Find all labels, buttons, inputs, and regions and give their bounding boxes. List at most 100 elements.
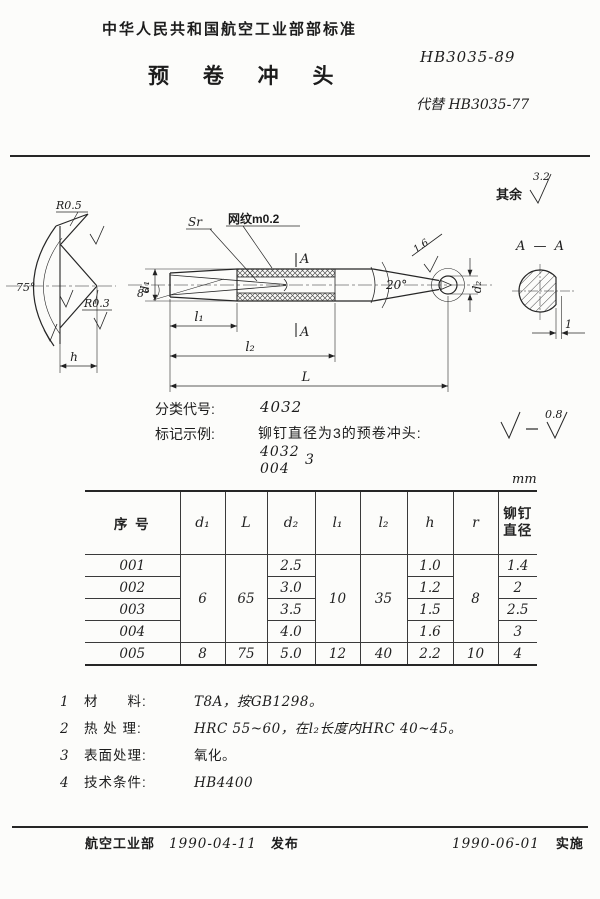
cell-L: 75 xyxy=(224,642,268,666)
cell-rivet: 1.4 xyxy=(497,554,537,577)
dim-l2-label: l₂ xyxy=(245,340,254,355)
col-header-d2: d₂ xyxy=(266,490,316,555)
note-number: 2 xyxy=(60,721,69,737)
cell-h: 1.6 xyxy=(406,620,454,643)
cell-h: 1.0 xyxy=(406,554,454,577)
knurl-label: 网纹m0.2 xyxy=(228,211,280,226)
footer-issue: 航空工业部 1990-04-11 发布 xyxy=(85,833,299,852)
rough-rest-value: 3.2 xyxy=(533,171,550,183)
col-header-no: 序 号 xyxy=(85,490,181,555)
issue-label: 发布 xyxy=(270,836,299,851)
section-title: A — A xyxy=(515,239,566,254)
example-code-denominator: 004 xyxy=(260,461,290,477)
cell-l2: 40 xyxy=(359,642,408,666)
cell-L: 65 xyxy=(224,554,268,643)
cell-h: 2.2 xyxy=(406,642,454,666)
cell-no: 002 xyxy=(85,576,181,599)
dim-h-label: h xyxy=(70,350,78,364)
classification-label: 分类代号: xyxy=(155,401,215,417)
cell-d2: 2.5 xyxy=(266,554,316,577)
knurl-band-bottom xyxy=(236,292,336,302)
note-material: 1 材 料: T8A，按GB1298。 xyxy=(60,690,580,717)
cell-rivet: 2.5 xyxy=(497,598,537,621)
note-label: 表面处理: xyxy=(84,748,147,763)
angle-cone-label: 20° xyxy=(385,278,407,292)
issuer-name: 航空工业部 xyxy=(85,836,156,851)
roughness-check-icon xyxy=(546,411,568,440)
section-circle xyxy=(518,269,557,313)
example-code-numerator: 4032 xyxy=(260,444,300,460)
rough-rest-label: 其余 xyxy=(496,187,523,202)
radius-outer-label: R0.5 xyxy=(55,199,82,212)
roughness-check-icon xyxy=(89,225,105,245)
technical-drawing: R0.5 75° R0.3 h xyxy=(6,171,585,392)
col-header-r: r xyxy=(452,490,499,555)
cell-rivet: 4 xyxy=(497,642,537,666)
cell-l2: 35 xyxy=(359,554,408,643)
notes-section: 1 材 料: T8A，按GB1298。 2 热 处 理: HRC 55~60，在… xyxy=(60,690,580,798)
roughness-check-icon xyxy=(43,323,58,342)
knurl-band-top xyxy=(236,268,336,278)
header-divider xyxy=(10,155,590,157)
table-header-row: 序 号 d₁ L d₂ l₁ l₂ h r 铆钉 直径 xyxy=(85,490,537,555)
col-header-l2: l₂ xyxy=(359,490,408,555)
note-text: T8A，按GB1298。 xyxy=(194,694,323,710)
example-label: 标记示例: xyxy=(155,426,215,442)
roughness-check-icon xyxy=(59,289,74,308)
table-unit-label: mm xyxy=(512,472,537,487)
marking-roughness-symbols: 0.8 xyxy=(500,408,568,440)
cell-no: 001 xyxy=(85,554,181,577)
col-header-L: L xyxy=(224,490,268,555)
dim-d1-label: d₁ xyxy=(138,281,152,294)
note-heat-treatment: 2 热 处 理: HRC 55~60，在l₂长度内HRC 40~45。 xyxy=(60,717,580,744)
replaces-note: 代替 HB3035-77 xyxy=(416,97,530,113)
cell-no: 004 xyxy=(85,620,181,643)
note-label: 技术条件: xyxy=(84,775,147,790)
table-row: 005 8 75 5.0 12 40 2.2 10 4 xyxy=(85,642,537,666)
section-mark-bottom: A xyxy=(299,325,309,340)
issue-date: 1990-04-11 xyxy=(169,836,257,852)
cell-no: 005 xyxy=(85,642,181,666)
table-row: 003 3.5 1.5 2.5 xyxy=(85,598,537,621)
footer-implementation: 1990-06-01 实施 xyxy=(452,833,584,852)
main-view xyxy=(128,225,492,392)
implementation-date: 1990-06-01 xyxy=(452,836,540,852)
roughness-check-icon xyxy=(529,173,552,204)
roughness-check-icon xyxy=(411,233,443,273)
ball-tip xyxy=(438,275,458,295)
example-text: 铆钉直径为3的预卷冲头: xyxy=(258,425,422,441)
standard-number: HB3035-89 xyxy=(420,48,516,66)
table-row: 001 6 65 2.5 10 35 1.0 8 1.4 xyxy=(85,554,537,643)
cell-d2: 3.0 xyxy=(266,576,316,599)
cell-rivet: 3 xyxy=(497,620,537,643)
rough-cone-label: 1.6 xyxy=(412,237,432,255)
flat-dim-label: 1 xyxy=(565,318,572,331)
cell-d1: 6 xyxy=(179,554,226,643)
detail-view xyxy=(6,211,116,373)
col-header-rivet: 铆钉 直径 xyxy=(497,490,537,555)
cell-h: 1.2 xyxy=(406,576,454,599)
note-surface-treatment: 3 表面处理: 氧化。 xyxy=(60,744,580,771)
col-header-d1: d₁ xyxy=(179,490,226,555)
note-label: 热 处 理: xyxy=(84,721,142,736)
dimension-table: 序 号 d₁ L d₂ l₁ l₂ h r 铆钉 直径 001 6 65 2.5… xyxy=(85,490,537,666)
radius-tip-label: R0.3 xyxy=(83,297,110,310)
standard-org-line: 中华人民共和国航空工业部部标准 xyxy=(102,21,358,38)
rough-value-label: 0.8 xyxy=(545,408,563,421)
cell-r: 8 xyxy=(452,554,499,643)
implementation-label: 实施 xyxy=(555,836,584,851)
col-header-h: h xyxy=(406,490,454,555)
note-label: 材 料: xyxy=(84,694,147,709)
cell-r: 10 xyxy=(452,642,499,666)
page-title: 预 卷 冲 头 xyxy=(148,65,348,88)
dim-L-label: L xyxy=(301,370,311,385)
roughness-check-icon xyxy=(93,311,108,330)
cell-no: 003 xyxy=(85,598,181,621)
cell-rivet: 2 xyxy=(497,576,537,599)
dim-d2-label: d₂ xyxy=(470,281,484,294)
note-number: 1 xyxy=(60,694,69,710)
cell-l1: 10 xyxy=(314,554,361,643)
note-text: HB4400 xyxy=(194,775,254,791)
sr-label: Sr xyxy=(188,215,203,229)
dim-l1-label: l₁ xyxy=(194,310,203,325)
